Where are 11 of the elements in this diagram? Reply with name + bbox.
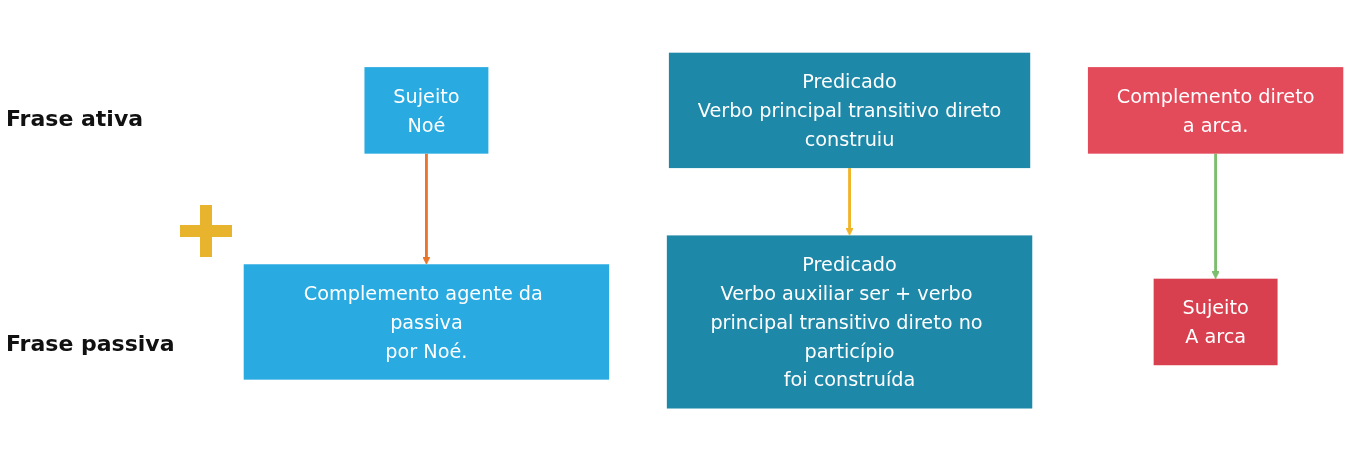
section-heading: Frase passiva — [6, 331, 176, 356]
node-box: Complemento direto a arca. — [1087, 67, 1344, 155]
section-heading: Frase ativa — [6, 106, 145, 131]
arrow — [1211, 154, 1220, 280]
arrow — [422, 154, 431, 266]
node-box: Predicado Verbo principal transitivo direto construiu — [668, 53, 1031, 169]
arrow — [845, 168, 854, 237]
node-box: Sujeito Noé — [364, 67, 489, 155]
node-box: Complemento agente da passiva por Noé. — [243, 264, 610, 381]
node-box: Sujeito A arca — [1153, 279, 1278, 366]
node-box: Predicado Verbo auxiliar ser + verbo principal transitivo direto no particípio foi construída — [666, 235, 1033, 409]
